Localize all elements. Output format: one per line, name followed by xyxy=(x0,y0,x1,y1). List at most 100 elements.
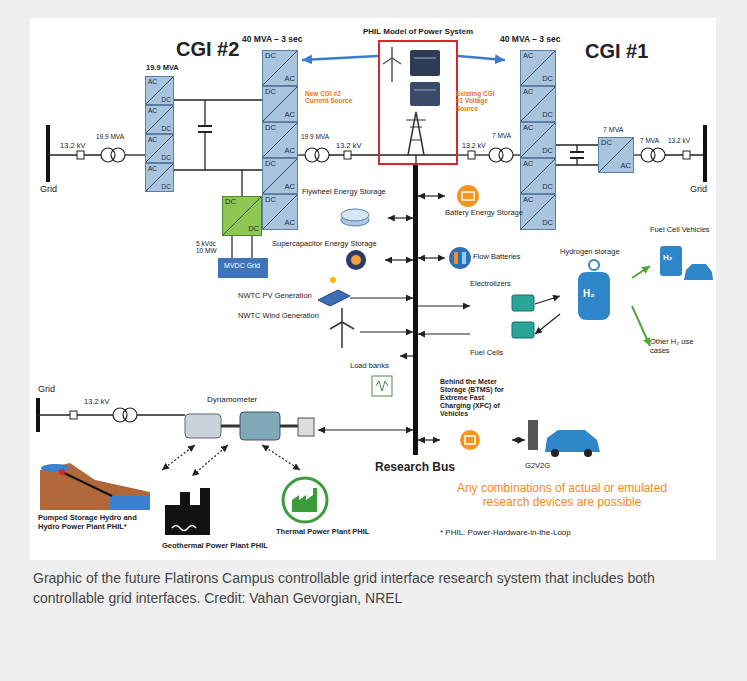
power-plant-drawings xyxy=(59,469,65,475)
wire xyxy=(241,170,242,196)
power-plant-drawings xyxy=(110,496,150,510)
phil-icons xyxy=(410,82,440,106)
hydrogen-icons xyxy=(578,272,610,320)
annotation-label: New CGI #2 Current Source xyxy=(305,90,365,105)
converter-terminal-label: DC xyxy=(265,88,276,97)
power-flow-connector xyxy=(458,56,505,60)
annotation-label: 13.2 kV xyxy=(462,142,486,150)
hydrogen-icons xyxy=(512,295,534,311)
breaker xyxy=(468,151,475,159)
storage-icons xyxy=(457,185,479,207)
converter-terminal-label: DC xyxy=(225,198,236,207)
power-flow-connector xyxy=(418,333,470,334)
converter-terminal-label: AC xyxy=(523,160,533,169)
converter-terminal-label: AC xyxy=(523,88,533,97)
device: Fuel Cells xyxy=(470,322,535,360)
hydrogen-storage: Hydrogen storageH₂ xyxy=(560,248,632,322)
wire xyxy=(298,154,305,155)
power-flow-connector xyxy=(632,266,650,278)
capacitor xyxy=(570,151,584,153)
annotation-label: 13.2 kV xyxy=(336,142,361,151)
converter-group: CGI #1ACDCACDCACDCACDCACDCDCAC xyxy=(505,38,655,238)
annotation-label: 13.2 kV xyxy=(84,398,109,407)
power-flow-connector xyxy=(192,445,228,476)
converter-terminal-label: AC xyxy=(148,136,157,143)
transformer xyxy=(315,148,329,162)
node-label: CGI #1 xyxy=(585,40,648,63)
grid-bus-bar xyxy=(703,125,707,182)
annotation-label: 40 MVA – 3 sec xyxy=(242,35,302,45)
device: Electrolizers xyxy=(470,280,535,316)
converter-terminal-label: AC xyxy=(285,75,295,84)
node-label: Fuel Cell Vehicles xyxy=(650,226,710,235)
converter-block: AC DC xyxy=(520,50,556,86)
generation-icons xyxy=(318,290,350,306)
generation-icons xyxy=(341,308,343,322)
phil-icons xyxy=(410,127,422,128)
node-label: Geothermal Power Plant PHIL xyxy=(162,542,268,551)
node-label: Battery Energy Storage xyxy=(445,209,523,218)
annotation-label: 7 MVA xyxy=(603,126,624,134)
converter-terminal-label: AC xyxy=(523,52,533,61)
converter-block: DCAC xyxy=(262,158,298,194)
phil-icons xyxy=(383,58,392,64)
panel xyxy=(30,18,716,560)
wire xyxy=(174,169,262,170)
storage-icons xyxy=(462,252,466,264)
device: Load banks xyxy=(350,350,400,400)
device: Fuel Cell VehiclesH₂ xyxy=(650,226,714,282)
power-flow-connector xyxy=(231,236,232,258)
converter-block: DC AC xyxy=(262,194,298,230)
converter-terminal-label: DC xyxy=(265,124,276,133)
storage-icons xyxy=(454,252,458,264)
phil-icons xyxy=(410,50,440,76)
power-plant-drawings xyxy=(40,463,150,510)
converter-terminal-label: DC xyxy=(265,160,276,169)
node-label: Load banks xyxy=(350,362,389,371)
node-label: H₂ xyxy=(663,253,672,262)
node-label: Flywheel Energy Storage xyxy=(302,188,386,197)
annotation-label: 40 MVA – 3 sec xyxy=(500,35,560,45)
wire xyxy=(576,158,577,165)
converter-terminal-label: DC xyxy=(542,183,553,192)
vehicle-charging-icon xyxy=(551,449,559,457)
annotation-label: 13.2 kV xyxy=(60,142,85,151)
converter-terminal-label: AC xyxy=(285,219,295,228)
dynamometer-drawing xyxy=(298,418,314,436)
generation-icons xyxy=(341,322,343,348)
annotation-label: 19.9 MVA xyxy=(301,133,329,140)
converter-block: ACDC xyxy=(145,134,174,163)
node-label: MVDC Grid xyxy=(218,262,266,270)
dynamometer-drawing xyxy=(221,425,240,428)
converter-terminal-label: DC xyxy=(542,75,553,84)
annotation-label: Grid xyxy=(690,184,707,194)
converter-terminal-label: DC xyxy=(248,225,259,234)
power-plant-drawings xyxy=(41,464,69,472)
power-flow-connector xyxy=(162,445,195,470)
dynamometer-drawing xyxy=(280,425,298,428)
power-flow-connector xyxy=(302,56,378,60)
node-label: Other H₂ use cases xyxy=(650,338,714,355)
power-plant: Geothermal Power Plant PHIL xyxy=(162,476,272,554)
dynamometer-drawing xyxy=(185,414,221,438)
wire xyxy=(513,154,520,155)
capacitor xyxy=(570,157,584,159)
wire xyxy=(38,100,705,415)
power-flow-connector xyxy=(418,305,470,306)
device: NWTC Wind Generation xyxy=(238,312,360,348)
power-flow-connector xyxy=(418,195,445,196)
converter-block: ACDC xyxy=(145,105,174,134)
annotation-label: Any combinations of actual or emulated r… xyxy=(432,482,692,510)
generation-icons xyxy=(372,376,392,396)
generation-icons xyxy=(330,277,336,283)
phil-icons xyxy=(411,140,421,141)
wire xyxy=(576,145,577,152)
breaker xyxy=(344,151,351,159)
converter-terminal-label: DC xyxy=(265,196,276,205)
generation-icons xyxy=(376,381,388,391)
power-flow-connector xyxy=(251,236,252,258)
converter-terminal-label: DC xyxy=(162,96,171,103)
device: Supercapacitor Energy Storage xyxy=(272,240,385,272)
vehicle-charging-icon xyxy=(528,420,538,450)
converter-terminal-label: DC xyxy=(601,139,612,148)
